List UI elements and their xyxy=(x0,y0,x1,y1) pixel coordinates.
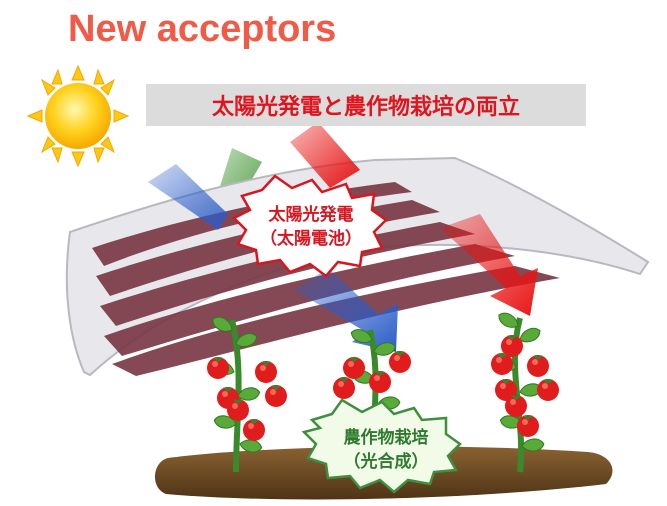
crop-line2: （光合成） xyxy=(343,452,429,472)
solar-panel xyxy=(65,156,650,377)
solar-power-line2: （太陽電池） xyxy=(260,229,362,249)
solar-power-label: 太陽光発電 （太陽電池） xyxy=(246,203,376,251)
tomato-plant xyxy=(207,313,287,473)
solar-power-line1: 太陽光発電 xyxy=(268,205,354,225)
banner: 太陽光発電と農作物栽培の両立 xyxy=(146,84,586,126)
light-arrow-red xyxy=(290,122,538,316)
crop-line1: 農作物栽培 xyxy=(343,428,429,448)
tomato-plant xyxy=(491,309,559,473)
solar-power-callout xyxy=(231,174,388,278)
crop-label: 農作物栽培 （光合成） xyxy=(316,426,456,474)
page-title: New acceptors xyxy=(68,8,337,50)
crop-callout xyxy=(301,398,462,494)
sun-icon xyxy=(26,64,130,168)
